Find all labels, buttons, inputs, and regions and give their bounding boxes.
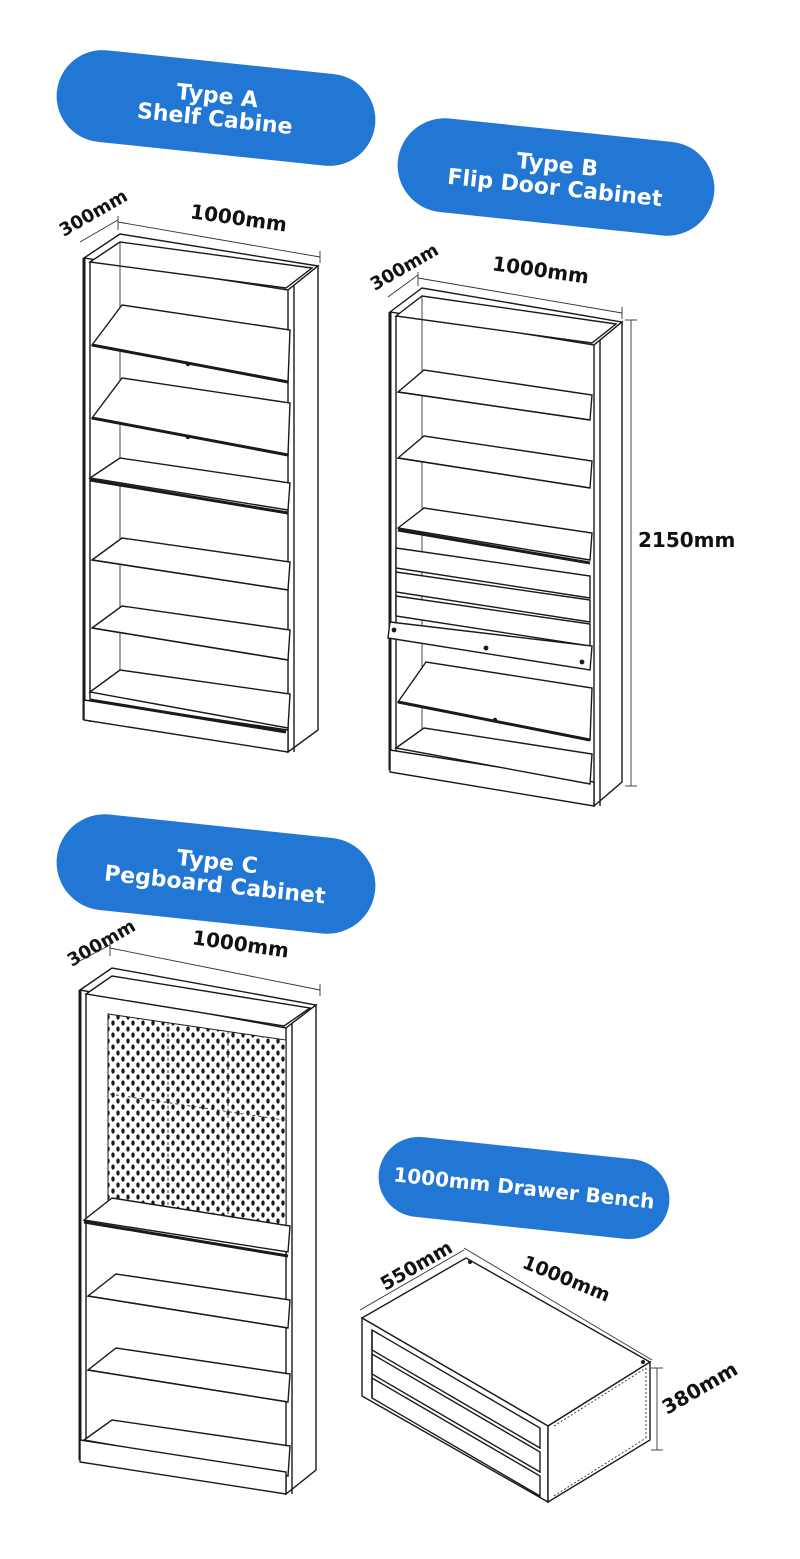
drawer-bench (359, 1247, 663, 1504)
pegboard-panel (107, 1013, 287, 1229)
type-b-height-label: 2150mm (638, 528, 736, 552)
type-a-cabinet (79, 216, 321, 754)
type-c-cabinet (71, 942, 321, 1496)
type-b-cabinet (387, 272, 637, 808)
